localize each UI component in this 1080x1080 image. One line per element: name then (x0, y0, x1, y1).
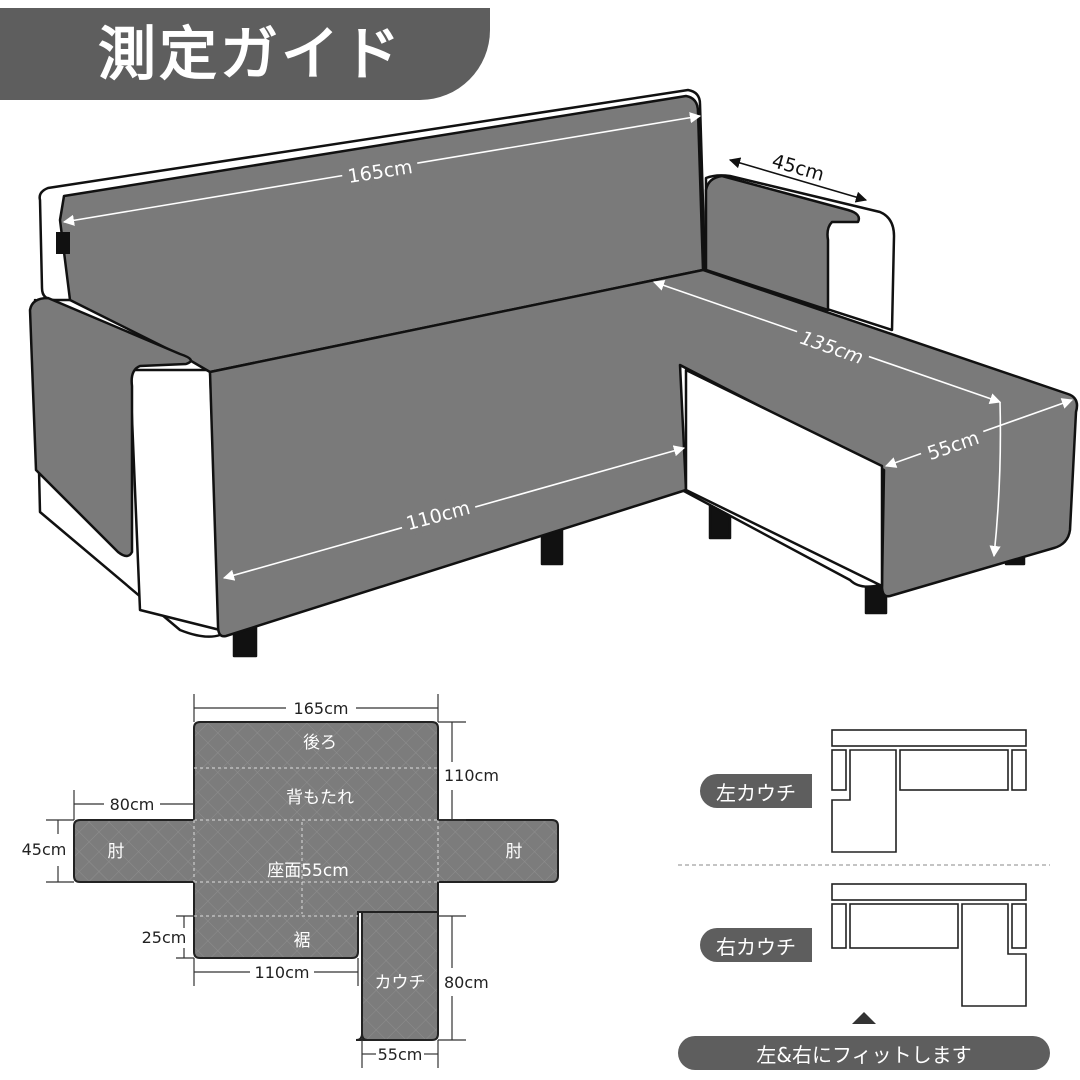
page-title: 測定ガイド (98, 20, 404, 88)
right-chaise-label: 右カウチ (700, 928, 812, 962)
pattern-arm-right-label: 肘 (506, 842, 523, 862)
pattern-arm-height: 45cm (22, 840, 67, 859)
flat-pattern (73, 721, 559, 1041)
pattern-chaise-height: 80cm (444, 973, 489, 992)
title-banner (0, 8, 490, 100)
pattern-chaise-width: 55cm (378, 1045, 423, 1064)
pattern-skirt-label: 裾 (294, 931, 311, 951)
pattern-dimension-lines (46, 694, 466, 1068)
pattern-arm-length: 80cm (110, 795, 155, 814)
pattern-arm-left-label: 肘 (108, 842, 125, 862)
left-chaise-topview (831, 729, 1027, 853)
sofa-3d (28, 88, 1079, 658)
left-chaise-label: 左カウチ (700, 774, 812, 808)
pattern-seat-width: 110cm (255, 963, 310, 982)
right-chaise-topview (831, 883, 1027, 1007)
pattern-backrest-label: 背もたれ (286, 788, 354, 808)
fit-indicator-icon (852, 1012, 876, 1024)
pattern-skirt-height: 25cm (142, 928, 187, 947)
pattern-chaise-label: カウチ (375, 973, 426, 993)
pattern-top-width: 165cm (294, 699, 349, 718)
pattern-seat-label: 座面55cm (267, 861, 349, 881)
pattern-back-label: 後ろ (303, 733, 337, 753)
fit-note: 左&右にフィットします (678, 1036, 1050, 1070)
pattern-backrest-height: 110cm (444, 766, 499, 785)
